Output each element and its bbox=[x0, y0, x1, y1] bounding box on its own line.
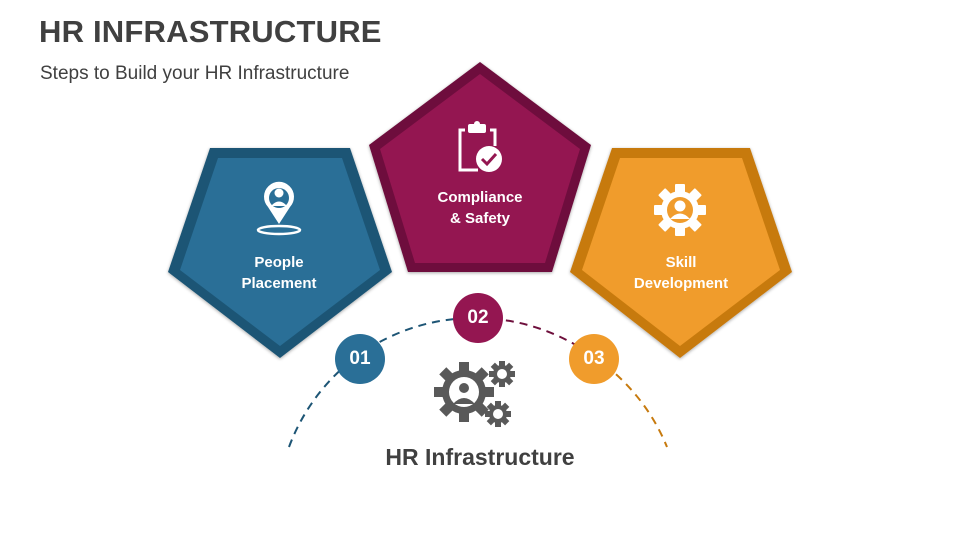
step-2-label-line2: & Safety bbox=[449, 210, 511, 227]
gears-person-icon bbox=[434, 361, 515, 427]
step-2-label-line1: Compliance bbox=[437, 189, 523, 206]
step-1-number-circle bbox=[335, 334, 385, 384]
step-1-number: 01 bbox=[349, 348, 371, 369]
step-3-number-circle bbox=[569, 334, 619, 384]
step-2-pentagon bbox=[369, 62, 591, 272]
step-2-label: Compliance & Safety bbox=[400, 187, 560, 229]
step-1-label-line2: Placement bbox=[241, 275, 317, 292]
page-title: HR INFRASTRUCTURE bbox=[39, 14, 382, 49]
step-2-number-circle bbox=[453, 293, 503, 343]
step-1-label-line1: People bbox=[254, 254, 304, 271]
step-3-label-line2: Development bbox=[633, 275, 729, 292]
page-subtitle: Steps to Build your HR Infrastructure bbox=[40, 63, 350, 84]
step-3-number: 03 bbox=[583, 348, 605, 369]
gear-person-icon bbox=[654, 184, 706, 236]
step-2-number: 02 bbox=[467, 307, 489, 328]
step-1-pentagon bbox=[168, 148, 392, 358]
step-3-pentagon bbox=[570, 148, 792, 358]
step-1-label: People Placement bbox=[199, 252, 359, 294]
step-3-label-line1: Skill bbox=[665, 254, 697, 271]
location-person-icon bbox=[256, 181, 302, 236]
center-label: HR Infrastructure bbox=[385, 444, 575, 470]
step-3-label: Skill Development bbox=[601, 252, 761, 294]
clipboard-check-icon bbox=[458, 121, 502, 172]
